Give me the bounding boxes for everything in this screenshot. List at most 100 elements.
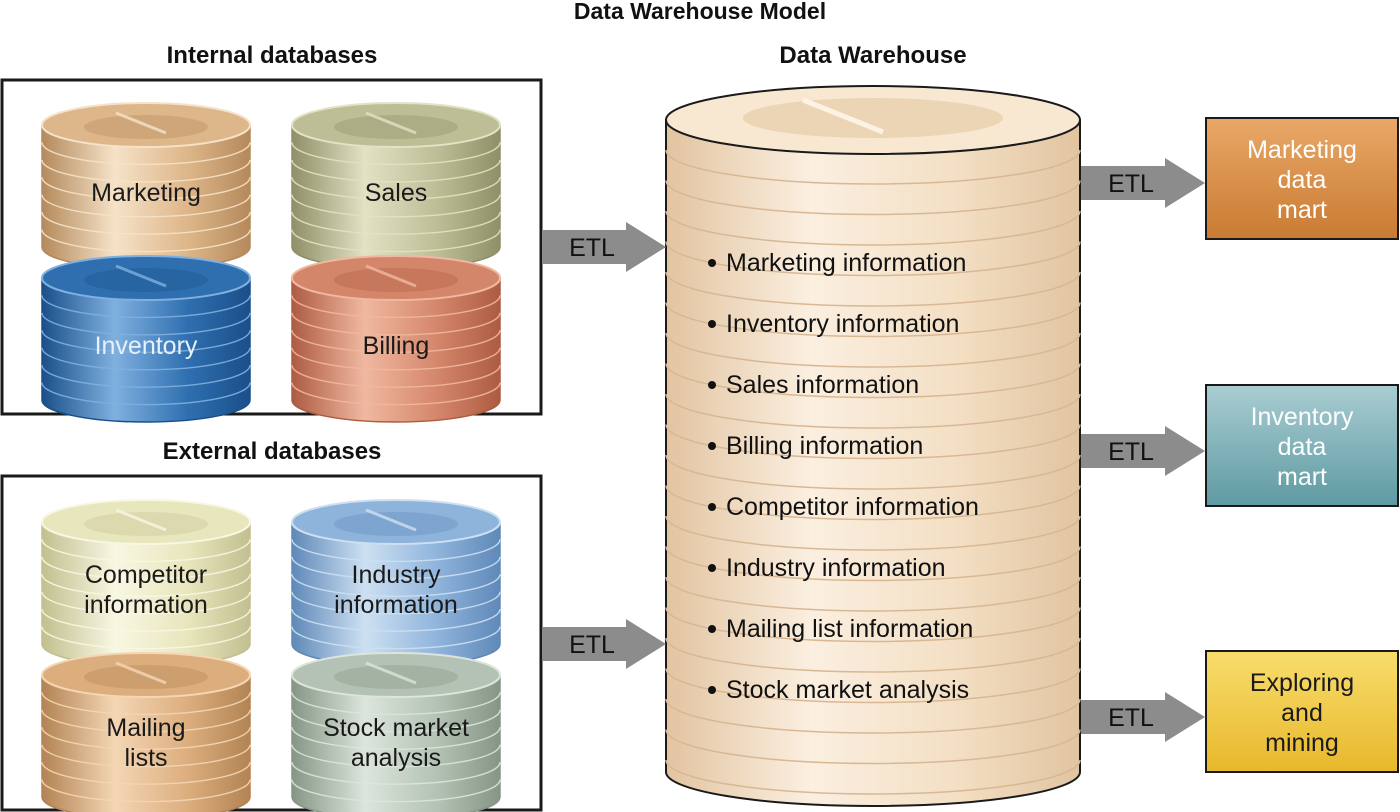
warehouse-item: Competitor information	[726, 493, 979, 521]
external-databases-heading: External databases	[163, 438, 382, 465]
cylinder-band	[41, 539, 251, 563]
cylinder-band	[291, 709, 501, 733]
cylinder-band	[41, 177, 251, 200]
cylinder-top-shade	[334, 115, 458, 139]
cylinder-top-shade	[84, 268, 208, 292]
cylinder-band	[291, 330, 501, 353]
etl-arrow: ETL	[1081, 692, 1205, 742]
cylinder-band	[291, 574, 501, 597]
warehouse-band	[665, 668, 1081, 704]
cylinder-band	[41, 692, 251, 716]
cylinder-band	[291, 312, 501, 336]
data-mart-rect	[1205, 650, 1399, 773]
warehouse-band	[665, 210, 1081, 246]
database-label: Stock market	[323, 714, 469, 742]
cylinder-band	[291, 159, 501, 183]
cylinder-band	[291, 727, 501, 750]
warehouse-band	[665, 302, 1081, 338]
data-mart-label: mart	[1277, 196, 1327, 224]
cylinder-band	[291, 382, 501, 406]
database-label: Mailing	[106, 714, 185, 742]
warehouse-band	[665, 515, 1081, 551]
database-cylinder: Billing	[291, 255, 501, 423]
internal-databases-heading: Internal databases	[167, 42, 378, 69]
warehouse-band	[665, 424, 1081, 460]
warehouse-band	[665, 332, 1081, 368]
etl-label: ETL	[1108, 170, 1154, 198]
warehouse-band	[665, 149, 1081, 185]
database-cylinder: Marketing	[41, 102, 251, 270]
cylinder-band	[291, 295, 501, 319]
warehouse-band	[665, 180, 1081, 216]
diagram-title: Data Warehouse Model	[574, 0, 826, 24]
etl-arrow: ETL	[542, 222, 666, 272]
cylinder-band	[41, 727, 251, 750]
warehouse-band	[665, 454, 1081, 490]
database-label: Industry	[352, 561, 441, 589]
database-label: lists	[124, 744, 167, 772]
arrow-shape	[1081, 426, 1205, 476]
cylinder-band	[41, 365, 251, 388]
database-label: analysis	[351, 744, 441, 772]
warehouse-item: Inventory information	[726, 310, 959, 338]
data-mart-label: Inventory	[1251, 403, 1354, 431]
cylinder-band	[41, 295, 251, 319]
cylinder-band	[291, 539, 501, 563]
warehouse-item: Sales information	[726, 371, 919, 399]
bullet-icon	[708, 442, 716, 450]
warehouse-band	[665, 698, 1081, 734]
warehouse-band	[665, 576, 1081, 612]
bullet-icon	[708, 686, 716, 694]
cylinder-band	[291, 212, 501, 235]
cylinder-top-shade	[334, 268, 458, 292]
cylinder-band	[291, 229, 501, 253]
cylinder-band	[291, 194, 501, 218]
data-mart-label: Exploring	[1250, 669, 1354, 697]
cylinder-band	[291, 609, 501, 632]
warehouse-band	[665, 637, 1081, 673]
data-warehouse-heading: Data Warehouse	[779, 42, 966, 69]
cylinder-band	[291, 347, 501, 371]
database-label: information	[84, 591, 208, 619]
bullet-icon	[708, 503, 716, 511]
cylinder-top-highlight	[365, 661, 417, 685]
data-mart-label: mart	[1277, 463, 1327, 491]
warehouse-band	[665, 485, 1081, 521]
cylinder-band	[41, 609, 251, 632]
bullet-icon	[708, 625, 716, 633]
cylinder-band	[41, 212, 251, 235]
cylinder-band	[291, 365, 501, 388]
arrow-shape	[542, 619, 666, 669]
warehouse-body	[665, 119, 1081, 807]
cylinder-top-highlight	[365, 508, 417, 532]
data-mart-label: data	[1278, 166, 1327, 194]
warehouse-band	[665, 241, 1081, 277]
etl-arrow: ETL	[1081, 158, 1205, 208]
database-label: Marketing	[91, 179, 201, 207]
data-mart-rect	[1205, 384, 1399, 507]
database-label: Inventory	[95, 332, 198, 360]
cylinder-band	[41, 744, 251, 768]
cylinder-band	[41, 330, 251, 353]
arrow-shape	[1081, 158, 1205, 208]
cylinder-band	[291, 556, 501, 580]
data-mart-label: Marketing	[1247, 136, 1357, 164]
etl-label: ETL	[1108, 704, 1154, 732]
bullet-icon	[708, 320, 716, 328]
cylinder-band	[291, 692, 501, 716]
etl-label: ETL	[1108, 438, 1154, 466]
cylinder-band	[291, 177, 501, 200]
warehouse-item: Marketing information	[726, 249, 966, 277]
cylinder-top-shade	[84, 512, 208, 536]
arrow-shape	[542, 222, 666, 272]
cylinder-band	[41, 347, 251, 371]
cylinder-band	[291, 591, 501, 615]
bullet-icon	[708, 259, 716, 267]
